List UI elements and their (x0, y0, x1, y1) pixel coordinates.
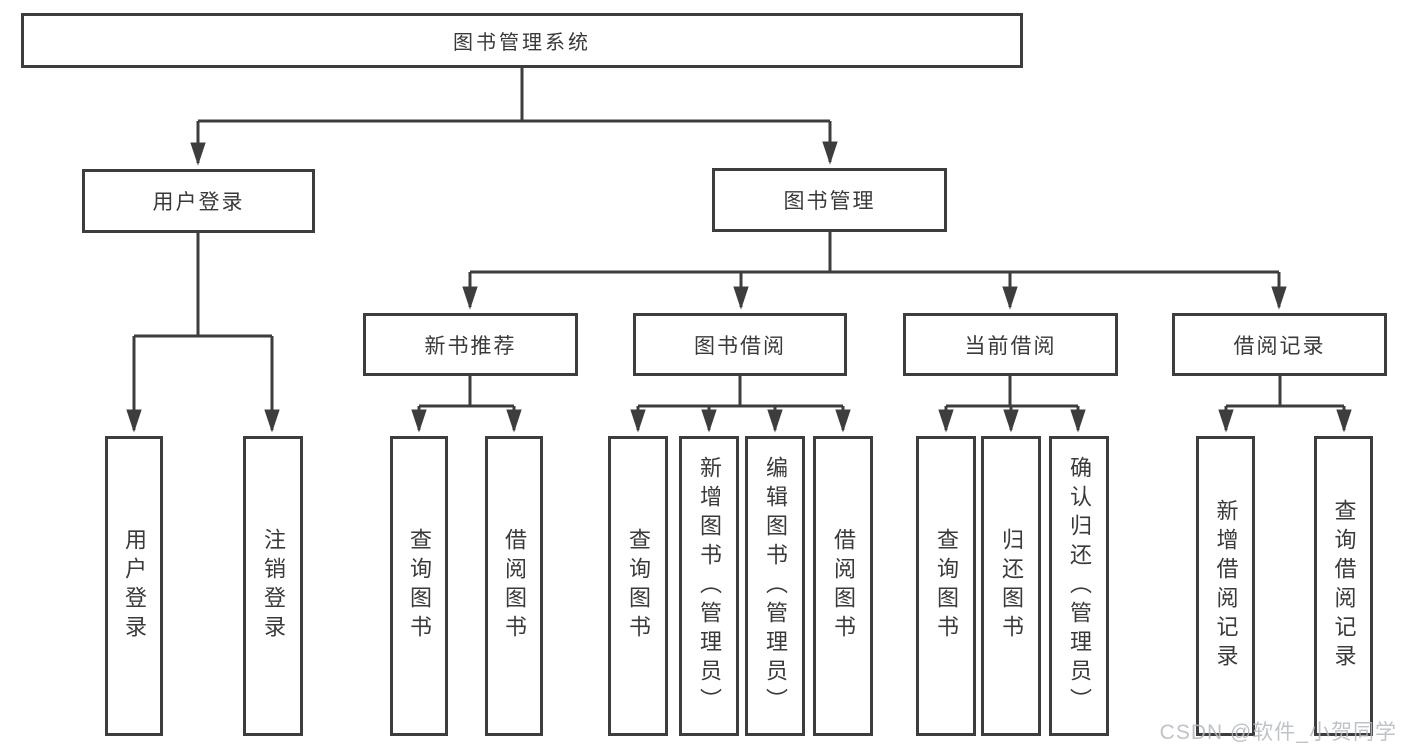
node-borrow-books-1: 借阅图书 (485, 436, 543, 736)
node-label: 当前借阅 (964, 334, 1057, 358)
node-edit-books-admin: 编辑图书（管理员） (745, 436, 805, 736)
node-label: 新增图书（管理员） (697, 455, 722, 717)
node-add-borrow-record: 新增借阅记录 (1196, 436, 1255, 736)
node-confirm-return-admin: 确认归还（管理员） (1049, 436, 1109, 736)
node-query-books-2: 查询图书 (608, 436, 668, 736)
node-label: 新增借阅记录 (1213, 499, 1239, 673)
node-borrow-books-2: 借阅图书 (813, 436, 873, 736)
node-new-book-recommend: 新书推荐 (363, 313, 578, 376)
node-label: 查询图书 (626, 528, 651, 644)
node-label: 图书管理系统 (453, 32, 591, 54)
node-add-books-admin: 新增图书（管理员） (679, 436, 739, 736)
node-book-management: 图书管理 (712, 168, 947, 232)
node-label: 图书管理 (783, 190, 876, 213)
node-label: 用户登录 (122, 528, 147, 644)
node-label: 用户登录 (152, 191, 245, 214)
node-label: 查询借阅记录 (1331, 499, 1357, 673)
node-query-borrow-record: 查询借阅记录 (1314, 436, 1373, 736)
node-label: 查询图书 (934, 528, 959, 644)
csdn-watermark: CSDN @软件_小贺同学 (1159, 721, 1397, 744)
node-user-login: 用户登录 (105, 436, 163, 736)
node-logout: 注销登录 (243, 436, 303, 736)
node-query-books-1: 查询图书 (390, 436, 448, 736)
node-borrow-records: 借阅记录 (1172, 313, 1387, 376)
node-label: 借阅图书 (831, 528, 856, 644)
node-label: 新书推荐 (424, 334, 517, 358)
node-label: 图书借阅 (694, 334, 786, 358)
node-label: 确认归还（管理员） (1067, 455, 1092, 717)
node-label: 借阅图书 (502, 528, 527, 644)
node-query-books-3: 查询图书 (916, 436, 976, 736)
node-label: 注销登录 (261, 528, 286, 644)
node-label: 借阅记录 (1233, 334, 1326, 358)
node-return-books: 归还图书 (981, 436, 1041, 736)
node-book-borrow: 图书借阅 (633, 313, 847, 376)
node-label: 归还图书 (999, 528, 1024, 644)
node-library-management-system: 图书管理系统 (21, 13, 1023, 68)
node-current-borrow: 当前借阅 (903, 313, 1118, 376)
node-label: 查询图书 (407, 528, 432, 644)
node-label: 编辑图书（管理员） (763, 455, 788, 717)
node-user-login-group: 用户登录 (82, 169, 315, 233)
